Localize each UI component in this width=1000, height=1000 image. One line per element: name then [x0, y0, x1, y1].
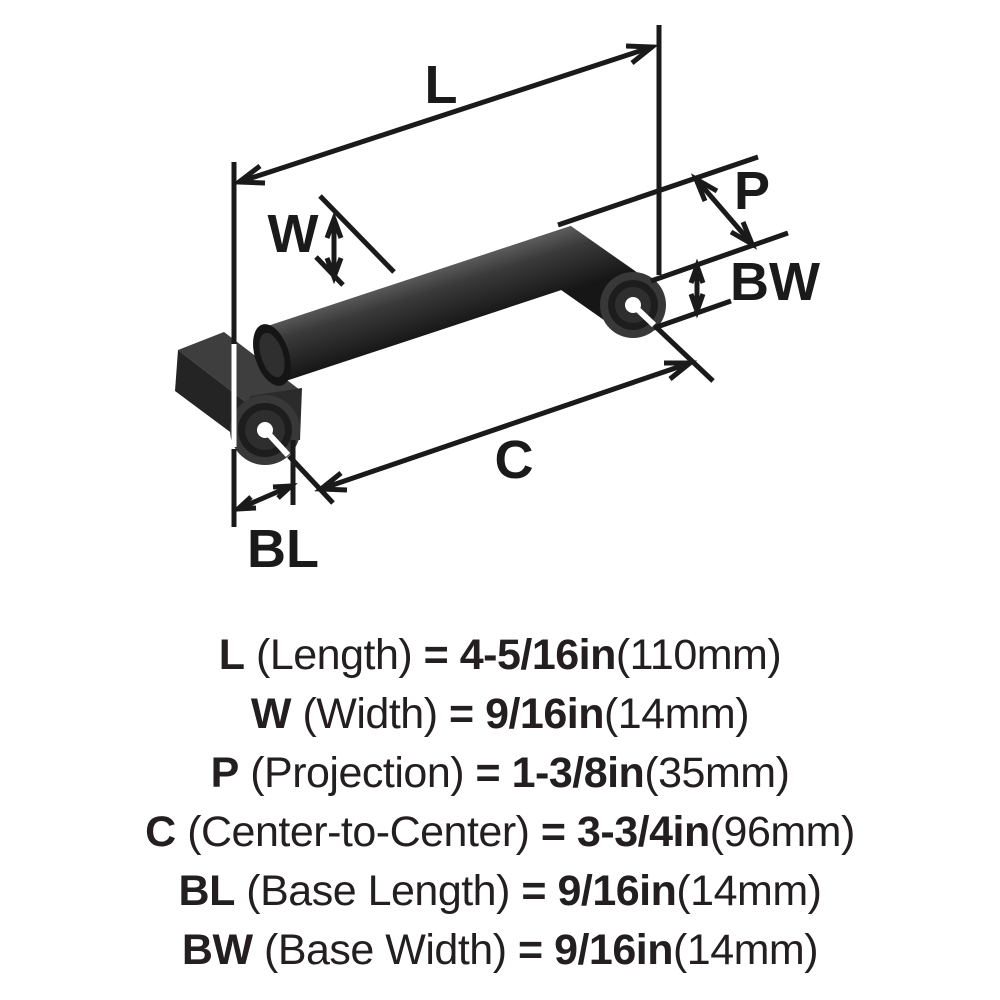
spec-label: BL — [178, 867, 236, 915]
arrowhead-BW-top — [688, 258, 706, 284]
spec-descriptor: (Width) — [302, 690, 438, 738]
bar-end-cap-inner — [259, 332, 285, 378]
spec-equals: = — [423, 631, 449, 679]
spec-metric: (14mm) — [603, 690, 750, 738]
arrowhead-BW-bottom — [688, 293, 706, 319]
dim-arrow-P — [694, 177, 754, 246]
dim-line-L — [238, 44, 653, 185]
spec-metric: (14mm) — [672, 926, 819, 974]
left-screw-axis-white — [262, 427, 291, 458]
dim-line-C — [320, 360, 691, 492]
dim-arrow-BL — [237, 483, 292, 512]
arrowhead-W-bottom — [324, 257, 344, 285]
left-screw-axis-line — [287, 454, 335, 505]
arrowhead-C-right — [664, 360, 698, 381]
label-projection: P — [734, 161, 770, 221]
arrowhead-BL-left — [231, 495, 257, 512]
spec-row-base-length: BL (Base Length) = 9/16in(14mm) — [0, 862, 1000, 921]
spec-label: L — [218, 631, 245, 679]
arrowhead-BL-right — [272, 483, 298, 500]
spec-equals: = — [517, 926, 543, 974]
arrowhead-L-right — [625, 43, 659, 65]
spec-descriptor: (Center-to-Center) — [187, 808, 530, 856]
spec-row-length: L (Length) = 4-5/16in(110mm) — [0, 626, 1000, 685]
spec-imperial: 9/16in — [485, 690, 604, 738]
spec-row-base-width: BW (Base Width) = 9/16in(14mm) — [0, 921, 1000, 980]
p-extension-line-upper — [557, 154, 759, 228]
arrowhead-W-top — [324, 211, 344, 239]
spec-label: W — [250, 690, 292, 738]
spec-imperial: 4-5/16in — [459, 631, 617, 679]
label-base-length: BL — [247, 519, 319, 579]
spec-descriptor: (Projection) — [250, 749, 465, 797]
right-screw-axis-white — [630, 302, 657, 328]
handle-illustration — [175, 225, 666, 465]
p-extension-line-lower — [650, 230, 789, 284]
spec-descriptor: (Length) — [256, 631, 413, 679]
right-screw-axis-line — [654, 325, 715, 383]
spec-list: L (Length) = 4-5/16in(110mm) W (Width) =… — [0, 626, 1000, 980]
dimension-labels: L W P BW C BL — [247, 55, 820, 579]
dimension-lines — [231, 25, 789, 527]
arrowhead-C-left — [314, 471, 348, 493]
spec-metric: (14mm) — [676, 867, 822, 915]
label-base-width: BW — [730, 252, 820, 312]
spec-label: C — [145, 808, 176, 856]
bw-extension-line-lower — [653, 298, 732, 331]
spec-metric: (96mm) — [709, 808, 856, 856]
label-width: W — [268, 204, 319, 264]
spec-row-center-to-center: C (Center-to-Center) = 3-3/4in(96mm) — [0, 803, 1000, 862]
spec-equals: = — [475, 749, 501, 797]
left-foot-top-face — [178, 332, 300, 410]
arrowhead-L-left — [231, 164, 266, 186]
spec-metric: (110mm) — [615, 631, 782, 679]
handle-bar — [262, 225, 650, 383]
spec-equals: = — [521, 867, 546, 915]
spec-label: P — [210, 749, 240, 797]
spec-metric: (35mm) — [644, 749, 790, 797]
label-length: L — [425, 55, 458, 115]
spec-row-projection: P (Projection) = 1-3/8in(35mm) — [0, 744, 1000, 803]
spec-imperial: 1-3/8in — [511, 749, 645, 797]
spec-imperial: 3-3/4in — [576, 808, 710, 856]
spec-equals: = — [540, 808, 566, 856]
arrowhead-P-bottom — [729, 221, 758, 250]
spec-descriptor: (Base Length) — [246, 867, 510, 915]
spec-imperial: 9/16in — [557, 867, 677, 915]
arrowhead-P-top — [690, 173, 719, 202]
w-tick-upper — [318, 194, 396, 274]
spec-equals: = — [448, 690, 474, 738]
overlay-lines — [231, 297, 657, 458]
label-center-to-center: C — [495, 430, 534, 490]
spec-row-width: W (Width) = 9/16in(14mm) — [0, 685, 1000, 744]
spec-label: BW — [181, 926, 253, 974]
spec-imperial: 9/16in — [554, 926, 673, 974]
spec-descriptor: (Base Width) — [264, 926, 507, 974]
